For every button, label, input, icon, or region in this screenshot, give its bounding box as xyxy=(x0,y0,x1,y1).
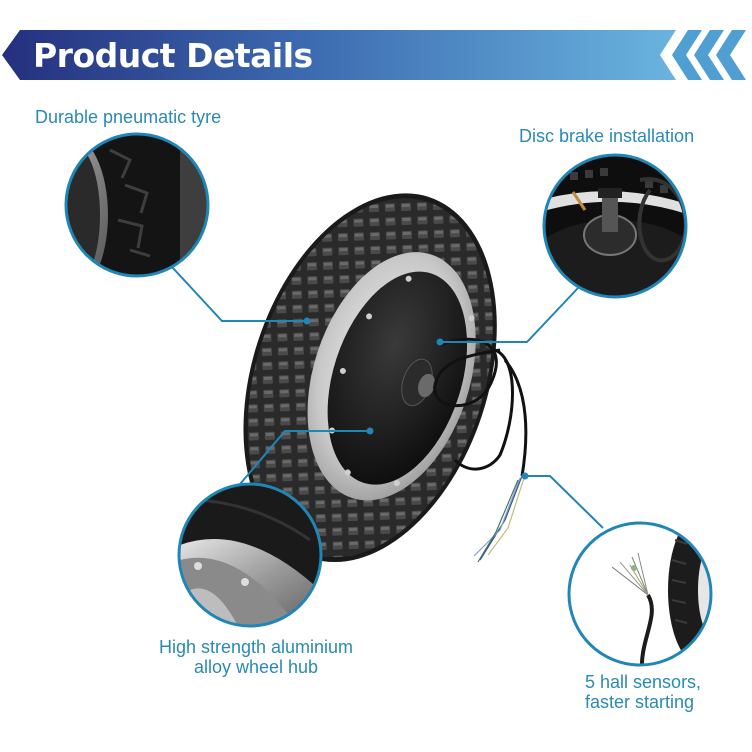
callout-lines xyxy=(171,266,604,529)
page-title: Product Details xyxy=(33,36,313,75)
feature-label-brake: Disc brake installation xyxy=(519,126,695,146)
motor-cable xyxy=(433,337,528,477)
feature-label-hall-sensors: 5 hall sensors, faster starting xyxy=(585,672,715,712)
feature-label-tyre: Durable pneumatic tyre xyxy=(35,107,222,127)
chevron-icon xyxy=(716,30,746,80)
feature-label-hub-line1: High strength aluminium xyxy=(158,637,354,657)
feature-label-hall-line1: 5 hall sensors, xyxy=(585,672,702,692)
detail-circle-tyre xyxy=(66,134,208,276)
feature-label-hub: High strength aluminium alloy wheel hub xyxy=(147,637,365,677)
feature-label-hub-line2: alloy wheel hub xyxy=(193,657,319,677)
sensor-wires xyxy=(473,475,525,563)
chevron-icon xyxy=(672,30,702,80)
detail-circle-hall-sensors xyxy=(569,523,711,665)
product-details-banner xyxy=(2,30,746,80)
detail-circle-brake xyxy=(544,155,686,297)
chevron-icon xyxy=(694,30,724,80)
feature-label-hall-line2: faster starting xyxy=(585,692,695,712)
